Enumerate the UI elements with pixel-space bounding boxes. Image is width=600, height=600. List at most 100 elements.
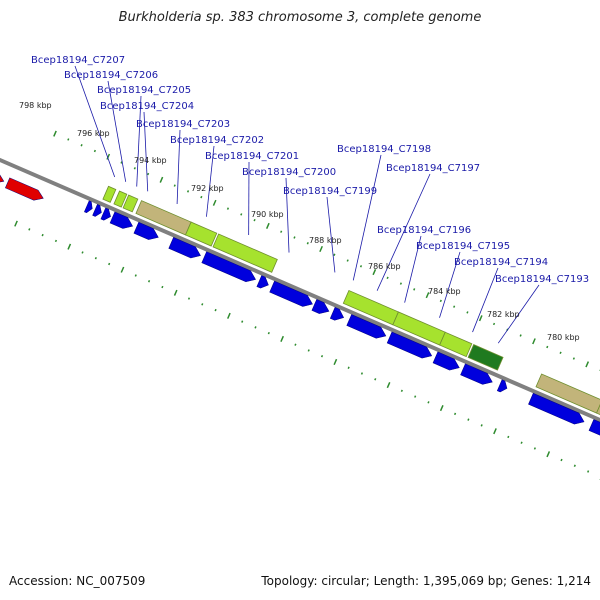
cds-arrow <box>460 363 493 385</box>
gene-label: Bcep18194_C7195 <box>416 241 510 252</box>
tick-mark-inner <box>427 401 430 404</box>
kbp-label: 788 kbp <box>309 236 342 245</box>
gene-leader-line <box>497 284 540 344</box>
tick-mark-outer <box>399 282 402 285</box>
tick-mark-outer <box>226 207 230 210</box>
tick-mark-inner <box>320 355 324 358</box>
tick-mark-outer <box>200 195 203 199</box>
cds-arrow <box>329 307 345 321</box>
gene-label: Bcep18194_C7196 <box>377 225 471 236</box>
tick-mark-inner <box>453 412 457 416</box>
tick-mark-outer <box>173 184 176 187</box>
tick-mark-inner <box>386 381 391 389</box>
tick-mark-inner <box>439 405 444 412</box>
tick-mark-inner <box>108 262 111 266</box>
tick-mark-outer <box>333 253 336 256</box>
tick-mark-outer <box>413 288 416 291</box>
kbp-label: 790 kbp <box>251 210 284 219</box>
tick-mark-outer <box>386 276 389 280</box>
tick-mark-outer <box>147 172 150 176</box>
cds-arrow <box>496 379 508 393</box>
tick-mark-inner <box>161 285 164 289</box>
tick-mark-outer <box>80 144 83 147</box>
genome-summary-text: Topology: circular; Length: 1,395,069 bp… <box>261 574 591 588</box>
gene-label: Bcep18194_C7197 <box>386 163 480 174</box>
tick-mark-outer <box>120 161 123 164</box>
tick-mark-inner <box>227 312 231 319</box>
cds-arrow <box>269 280 313 307</box>
tick-mark-inner <box>360 372 364 375</box>
tick-mark-outer <box>133 167 136 170</box>
gene-label: Bcep18194_C7193 <box>495 274 589 285</box>
tick-mark-outer <box>212 199 217 206</box>
accession-text: Accession: NC_007509 <box>9 574 146 588</box>
tick-mark-inner <box>201 303 204 306</box>
cds-arrow <box>432 351 460 371</box>
hit-block <box>212 233 278 273</box>
gene-leader-line <box>74 65 116 178</box>
tick-mark-outer <box>106 153 111 160</box>
cds-arrow <box>346 314 387 339</box>
gene-leader-line <box>326 196 336 273</box>
tick-mark-outer <box>253 218 256 222</box>
tick-mark-outer <box>67 138 70 141</box>
tick-mark-outer <box>293 236 296 239</box>
gene-leader-line <box>376 173 431 291</box>
gene-label: Bcep18194_C7207 <box>31 55 125 66</box>
tick-mark-inner <box>267 331 270 335</box>
tick-mark-outer <box>346 259 349 262</box>
gene-features <box>0 157 600 449</box>
tick-mark-outer <box>492 322 496 326</box>
cds-arrow <box>92 204 102 217</box>
tick-mark-inner <box>546 451 551 458</box>
gene-label: Bcep18194_C7200 <box>242 167 336 178</box>
tick-mark-outer <box>453 305 456 308</box>
tick-mark-outer <box>478 315 483 322</box>
gene-label: Bcep18194_C7198 <box>337 144 431 155</box>
tick-mark-inner <box>280 335 284 342</box>
hit-block <box>122 194 139 213</box>
tick-mark-inner <box>414 395 417 398</box>
tick-mark-outer <box>372 269 377 276</box>
kbp-label: 796 kbp <box>77 129 110 138</box>
hit-block <box>596 399 600 431</box>
cds-arrow <box>528 392 585 425</box>
tick-mark-inner <box>241 320 244 323</box>
tick-mark-outer <box>585 361 590 368</box>
kbp-label: 792 kbp <box>191 184 224 193</box>
cds-arrow <box>201 251 256 283</box>
cds-arrow <box>133 221 159 240</box>
tick-mark-outer <box>280 230 283 233</box>
tick-mark-outer <box>93 149 96 153</box>
gene-leader-line <box>206 145 215 217</box>
tick-mark-outer <box>546 345 549 349</box>
tick-mark-outer <box>466 311 469 314</box>
gene-leader-line <box>404 235 422 303</box>
gene-leader-line <box>352 154 382 281</box>
cds-arrow <box>588 419 600 449</box>
gene-leader-line <box>176 129 181 205</box>
red-gene-arrow <box>5 177 44 201</box>
tick-mark-inner <box>480 424 483 427</box>
hit-block <box>439 331 473 358</box>
tick-mark-inner <box>28 228 31 231</box>
gene-label: Bcep18194_C7204 <box>100 101 194 112</box>
tick-mark-outer <box>53 130 57 137</box>
map-title: Burkholderia sp. 383 chromosome 3, compl… <box>118 10 482 25</box>
kbp-label: 798 kbp <box>19 101 52 110</box>
gene-label: Bcep18194_C7201 <box>205 151 299 162</box>
tick-mark-inner <box>41 233 44 237</box>
cds-arrow <box>256 275 269 289</box>
hit-block <box>184 221 218 247</box>
gene-leader-line <box>136 95 142 187</box>
tick-mark-inner <box>173 289 178 296</box>
gene-label: Bcep18194_C7194 <box>454 257 548 268</box>
kbp-label: 782 kbp <box>487 310 520 319</box>
tick-mark-inner <box>400 389 403 393</box>
tick-mark-outer <box>240 213 243 216</box>
tick-mark-outer <box>359 265 363 268</box>
tick-mark-inner <box>587 470 590 473</box>
tick-mark-inner <box>214 308 217 312</box>
tick-mark-inner <box>560 458 563 462</box>
